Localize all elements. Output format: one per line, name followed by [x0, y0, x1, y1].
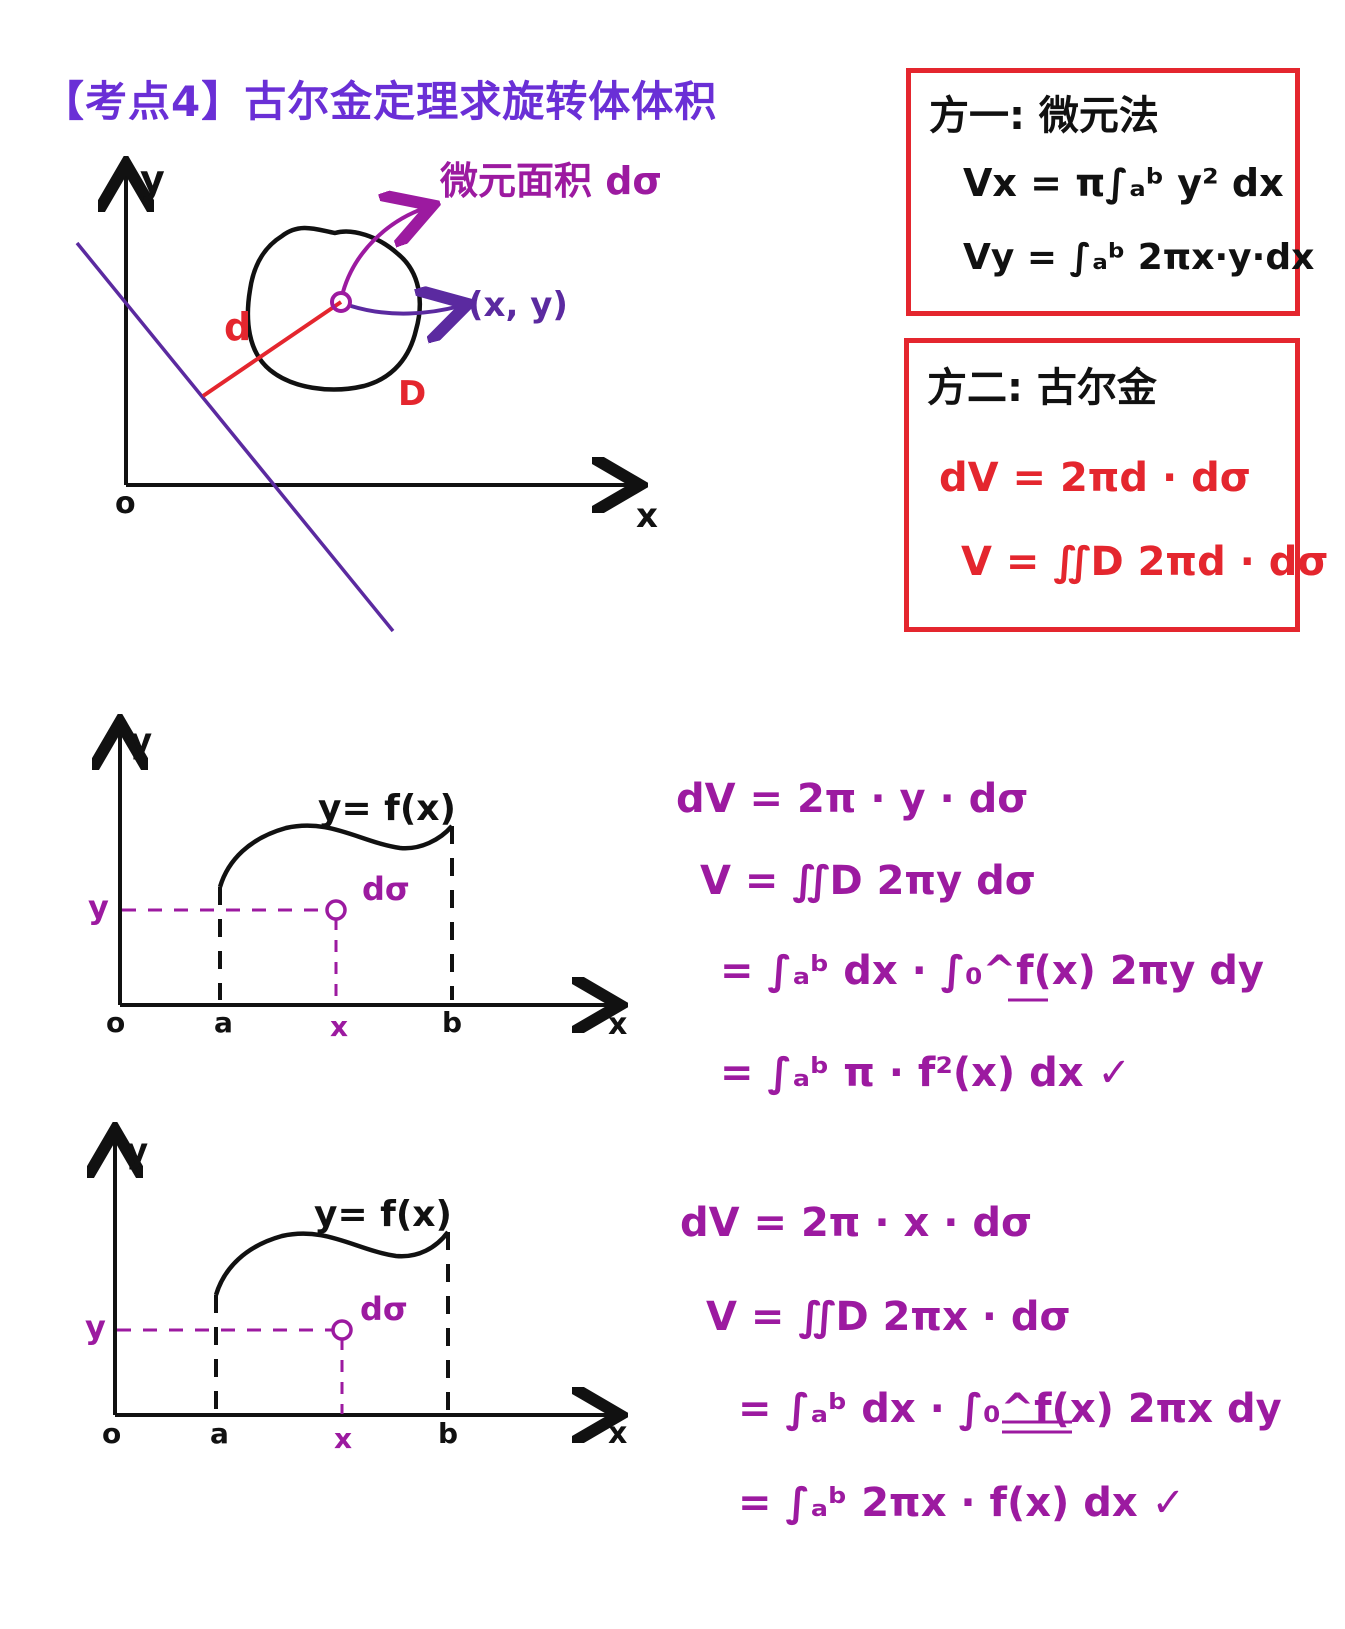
method1-heading: 方一: 微元法 — [929, 93, 1159, 139]
diagram2-y-label: y — [130, 721, 152, 761]
formula2-line1: dV = 2π · y · dσ — [676, 776, 1029, 822]
diagram2-curve — [217, 823, 454, 888]
distance-d-line — [201, 300, 343, 398]
diagram3-y-mark: y — [85, 1308, 106, 1346]
label-area-element: 微元面积 dσ — [439, 159, 662, 203]
diagram2-x-label: x — [608, 1007, 627, 1042]
rotation-axis-line — [75, 241, 395, 633]
formula2-line3: = ∫ₐᵇ dx · ∫₀^f(x) 2πy dy — [720, 948, 1265, 994]
method2-formula-v: V = ∬D 2πd · dσ — [961, 539, 1329, 585]
method2-box: 方二: 古尔金 dV = 2πd · dσ V = ∬D 2πd · dσ — [904, 338, 1329, 632]
region-d-outline — [245, 225, 423, 392]
diagram3-dsigma-label: dσ — [360, 1290, 408, 1328]
diagram3-b-label: b — [438, 1417, 458, 1450]
diagram2-origin-label: o — [106, 1006, 125, 1039]
diagram3-origin-label: o — [102, 1417, 121, 1450]
diagram3-a-label: a — [210, 1417, 229, 1450]
formula2-line4: = ∫ₐᵇ π · f²(x) dx ✓ — [720, 1050, 1131, 1096]
diagram2-dsigma-point — [325, 899, 347, 921]
diagram1-x-label: x — [636, 496, 658, 536]
diagram2-curve-label: y= f(x) — [318, 788, 456, 829]
diagram3-x-mark: x — [334, 1422, 352, 1455]
diagram3-y-label: y — [126, 1131, 148, 1171]
diagram3-x-label: x — [608, 1416, 627, 1451]
formula3-line1: dV = 2π · x · dσ — [680, 1200, 1033, 1246]
diagram2-a-label: a — [214, 1006, 233, 1039]
formula3-line3: = ∫ₐᵇ dx · ∫₀^f(x) 2πx dy — [738, 1386, 1282, 1432]
diagram2-b-label: b — [442, 1006, 462, 1039]
method1-box: 方一: 微元法 Vx = π∫ₐᵇ y² dx Vy = ∫ₐᵇ 2πx·y·d… — [906, 68, 1314, 316]
label-region-D: D — [398, 374, 426, 414]
method2-formula-dv: dV = 2πd · dσ — [939, 455, 1251, 501]
diagram2-x-mark: x — [330, 1010, 348, 1043]
arrow-to-area-label — [341, 208, 425, 293]
formula2-line2: V = ∬D 2πy dσ — [700, 858, 1036, 904]
formula3-line4: = ∫ₐᵇ 2πx · f(x) dx ✓ — [738, 1480, 1186, 1526]
diagram1-origin-label: o — [115, 486, 136, 521]
method2-heading: 方二: 古尔金 — [927, 365, 1157, 411]
diagram3-curve-label: y= f(x) — [314, 1194, 452, 1235]
diagram2-y-mark: y — [88, 888, 109, 926]
label-d: d — [224, 305, 251, 349]
diagram3-curve — [213, 1230, 450, 1296]
arrow-to-point-label — [350, 306, 460, 314]
diagram2-dsigma-label: dσ — [362, 870, 410, 908]
diagram1-y-label: y — [140, 157, 165, 201]
label-point-xy: (x, y) — [468, 285, 568, 325]
centroid-point — [330, 291, 352, 313]
method1-formula-vy: Vy = ∫ₐᵇ 2πx·y·dx — [963, 237, 1315, 278]
method1-formula-vx: Vx = π∫ₐᵇ y² dx — [963, 161, 1284, 205]
diagram3-dsigma-point — [331, 1319, 353, 1341]
formula3-line2: V = ∬D 2πx · dσ — [706, 1294, 1071, 1340]
page-title: 【考点4】古尔金定理求旋转体体积 — [42, 77, 718, 126]
